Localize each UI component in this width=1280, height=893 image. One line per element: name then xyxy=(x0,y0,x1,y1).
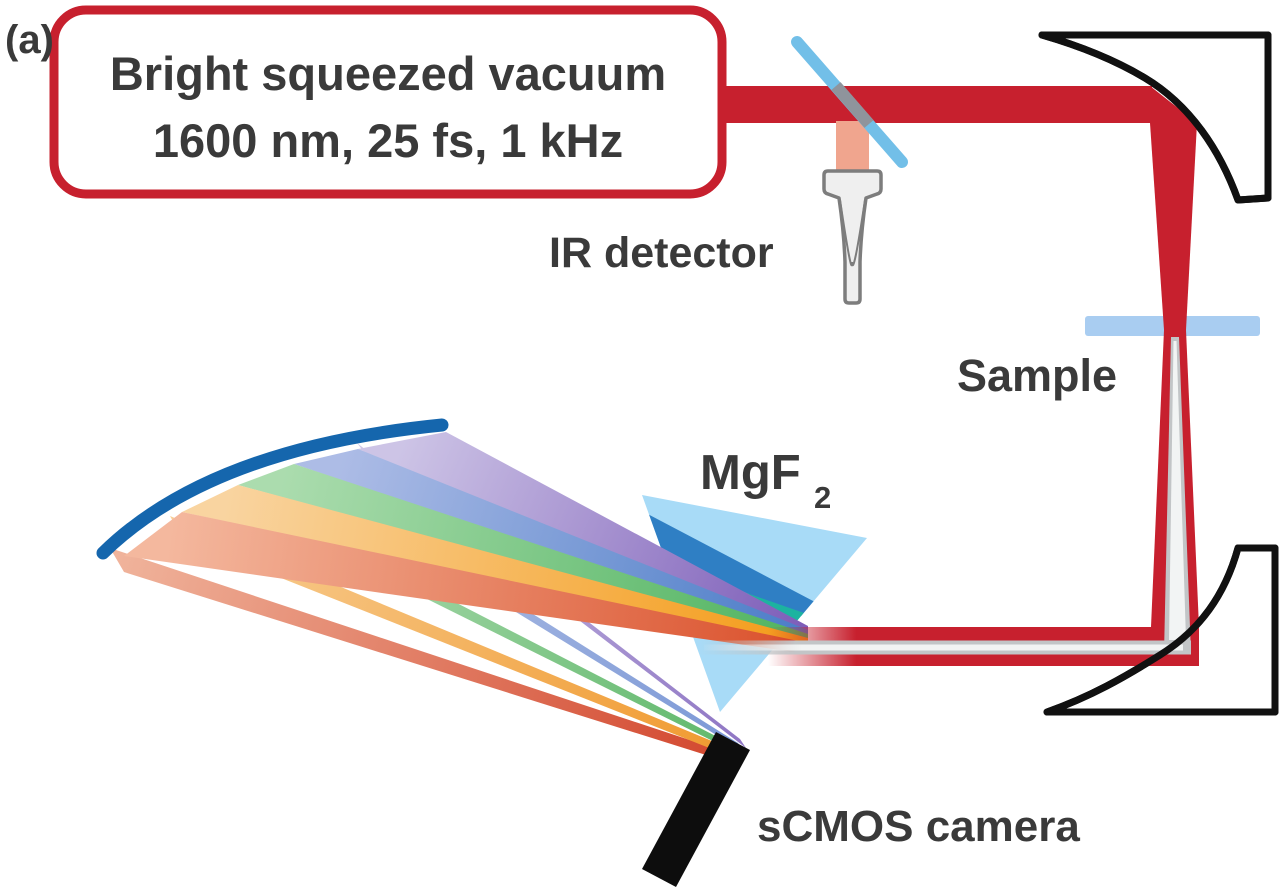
camera-label: sCMOS camera xyxy=(757,802,1080,851)
beamsplitter xyxy=(791,36,908,168)
source-box-line2: 1600 nm, 25 fs, 1 kHz xyxy=(153,114,623,167)
ir-detector-label: IR detector xyxy=(549,229,774,277)
prism-label-subscript: 2 xyxy=(814,480,831,515)
fan-band-orange xyxy=(182,485,808,648)
top-focusing-mirror-outline xyxy=(1038,31,1272,204)
pump-beam-focusing xyxy=(1150,86,1197,330)
pump-beam-horizontal xyxy=(718,86,1152,123)
source-box-line1: Bright squeezed vacuum xyxy=(110,47,666,100)
fan-band-red xyxy=(124,512,808,654)
source-box-frame xyxy=(49,5,727,199)
dispersion-deep-blue xyxy=(642,510,853,638)
ray-red xyxy=(110,548,741,766)
sample-label: Sample xyxy=(957,350,1117,401)
scmos-camera-bar xyxy=(642,732,750,887)
beam-core-horizontal-white xyxy=(704,644,1183,651)
source-box: Bright squeezed vacuum 1600 nm, 25 fs, 1… xyxy=(49,5,727,199)
blue-focusing-mirror xyxy=(96,418,449,560)
prism-label: MgF xyxy=(700,446,801,500)
fan-band-green xyxy=(238,464,808,643)
beamsplitter-in-beam-segment xyxy=(831,82,874,128)
dispersed-fan xyxy=(124,432,808,654)
pickoff-beam xyxy=(836,121,869,173)
ir-detector-inner-line xyxy=(839,199,866,267)
bottom-focusing-mirror-outline xyxy=(1043,544,1279,716)
ir-detector-icon xyxy=(822,169,883,305)
panel-label: (a) xyxy=(5,18,54,62)
beam-core-vertical-white xyxy=(1169,341,1186,640)
fan-band-purple xyxy=(358,432,808,635)
